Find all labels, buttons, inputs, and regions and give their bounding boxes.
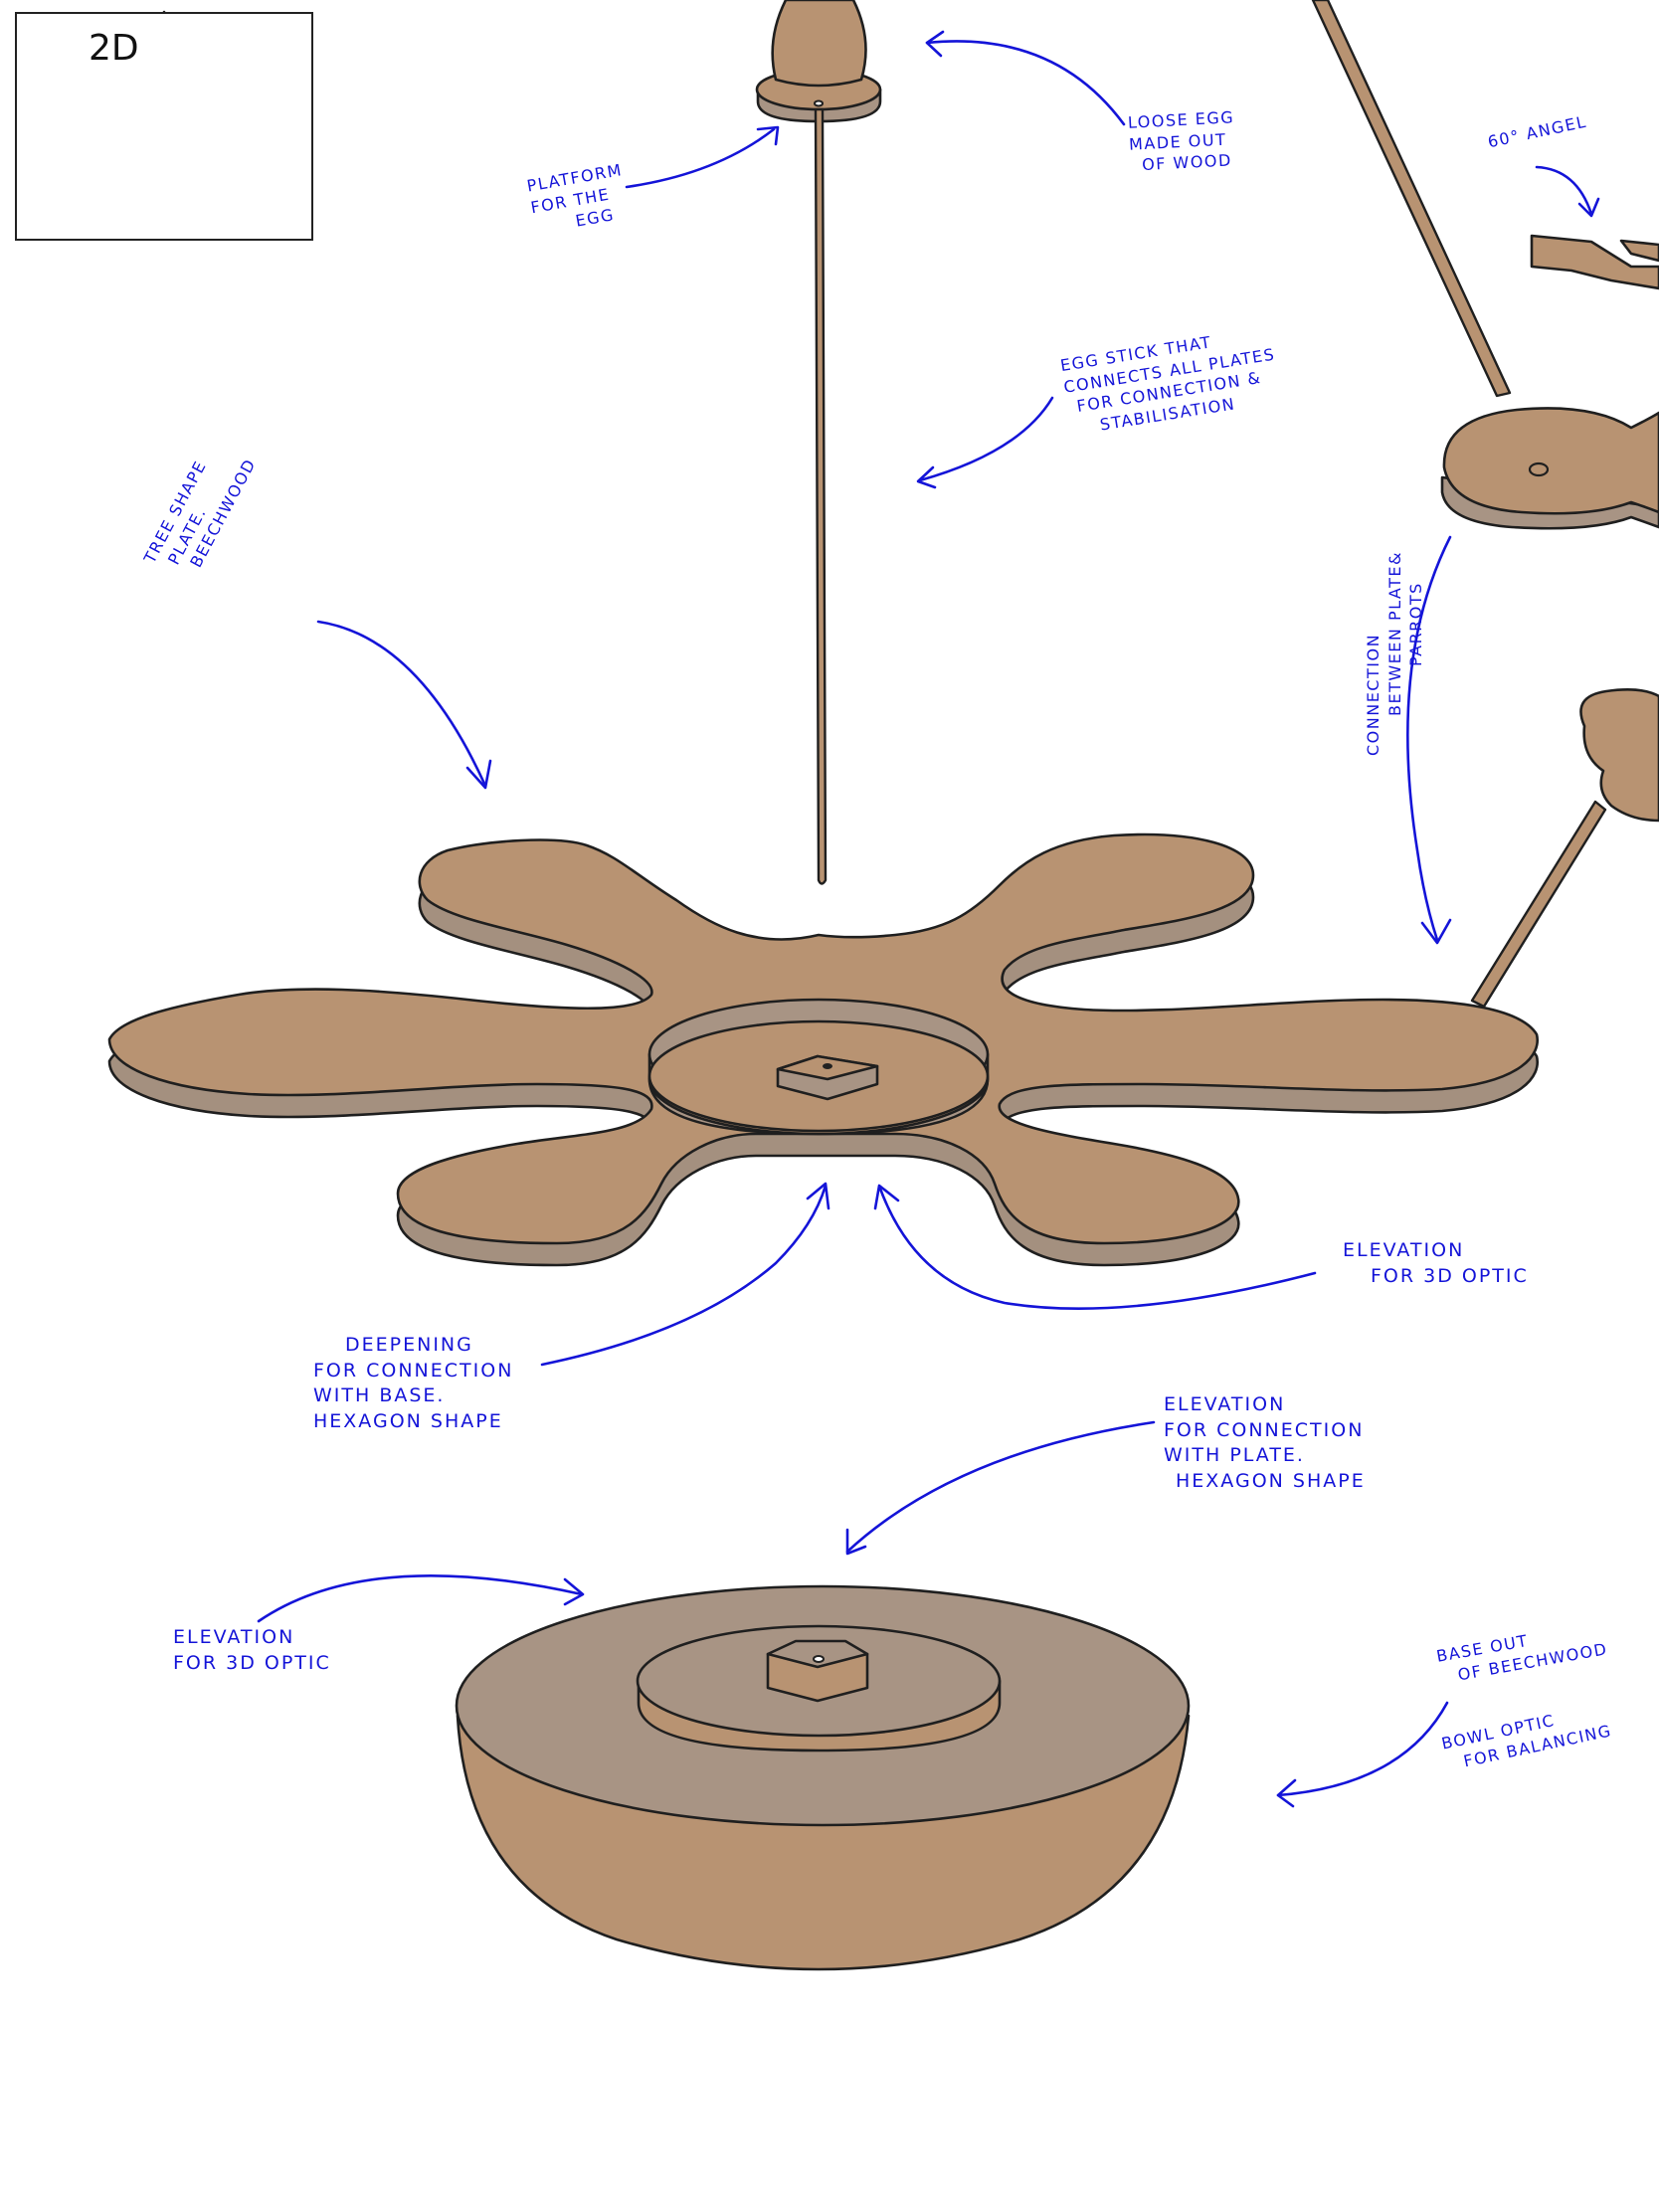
inset-title: 2D [89,28,139,69]
angled-piece [1530,234,1659,290]
label-deepening-line-3: with base. [313,1384,446,1407]
wooden-egg [771,0,867,88]
label-elevation-base: Elevation for connection with plate. hex… [1164,1392,1366,1495]
label-elevation-base-line-2: for connection [1164,1418,1365,1441]
label-deepening-line-1: Deepening [345,1334,473,1356]
label-elevation-plate-line-2: for 3D optic [1371,1264,1529,1287]
parrot-figure [1579,688,1659,823]
label-elevation-bowl-line-1: Elevation [173,1626,295,1648]
label-elevation-base-line-3: with plate. [1164,1444,1305,1467]
annotation-arrows [257,30,1600,1808]
label-elevation-base-line-1: Elevation [1164,1393,1286,1415]
label-connection-line-2: between plate& [1384,551,1404,716]
label-elevation-base-line-4: hexagon shape [1176,1469,1366,1492]
egg-stick [814,99,828,885]
bowl-base [455,1584,1191,1971]
label-loose-egg: loose egg made out of wood [1127,106,1237,176]
tree-plate [107,832,1540,1267]
label-elevation-bowl: Elevation for 3D optic [173,1625,331,1676]
label-connection-line-3: parrots [1406,582,1426,666]
parrot-plate [1440,407,1659,530]
label-deepening: Deepening for connection with base. hexa… [313,1333,513,1435]
label-elevation-plate: Elevation for 3D optic [1343,1238,1529,1289]
label-connection-line-1: connection [1364,633,1382,756]
label-elevation-bowl-line-2: for 3D optic [173,1651,331,1674]
upper-diagonal-stick [1311,0,1512,398]
parrot-stick [1470,800,1607,1009]
label-deepening-line-2: for connection [313,1359,514,1382]
label-connection: connection between plate& parrots [1363,551,1427,756]
label-deepening-line-4: hexagon shape [313,1409,503,1432]
label-elevation-plate-line-1: Elevation [1343,1239,1465,1261]
inset-2d-frame: 2D [15,12,313,241]
